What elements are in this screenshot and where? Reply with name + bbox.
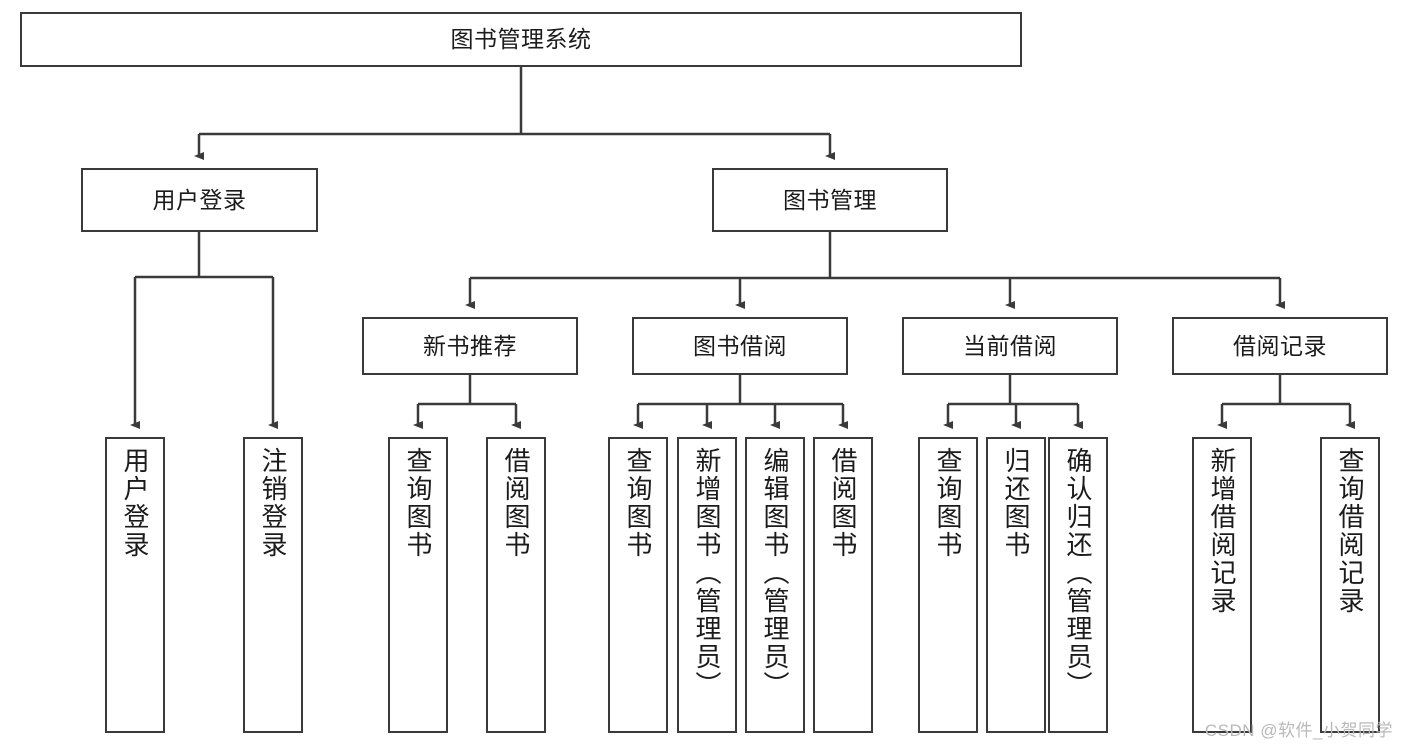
watermark-text: CSDN @软件_小贺同学 <box>1204 721 1393 740</box>
node-book-management-system[interactable]: 图书管理系统 <box>20 12 1022 67</box>
node-label: 用户登录 <box>120 447 150 559</box>
node-leaf-user-login[interactable]: 用户登录 <box>105 437 165 733</box>
node-leaf-return-book[interactable]: 归还图书 <box>986 437 1046 733</box>
node-borrow-records[interactable]: 借阅记录 <box>1172 317 1388 375</box>
node-label: 借阅图书 <box>501 447 531 559</box>
node-label: 新书推荐 <box>423 332 517 359</box>
node-leaf-confirm-return-admin[interactable]: 确认归还（管理员） <box>1048 437 1108 733</box>
node-label: 新增借阅记录 <box>1207 447 1237 615</box>
node-label: 查询借阅记录 <box>1335 447 1365 615</box>
node-label: 查询图书 <box>933 447 963 559</box>
node-label: 新增图书（管理员） <box>692 447 722 699</box>
node-label: 图书管理 <box>783 186 877 213</box>
node-new-book-recommend[interactable]: 新书推荐 <box>362 317 578 375</box>
node-label: 借阅图书 <box>828 447 858 559</box>
node-label: 查询图书 <box>623 447 653 559</box>
node-leaf-edit-book-admin[interactable]: 编辑图书（管理员） <box>745 437 805 733</box>
node-label: 查询图书 <box>403 447 433 559</box>
node-label: 用户登录 <box>152 186 247 213</box>
node-label: 编辑图书（管理员） <box>760 447 790 699</box>
node-leaf-query-book-recommend[interactable]: 查询图书 <box>388 437 448 733</box>
node-label: 图书管理系统 <box>450 26 592 53</box>
node-label: 归还图书 <box>1001 447 1031 559</box>
node-current-borrow[interactable]: 当前借阅 <box>902 317 1118 375</box>
node-leaf-add-book-admin[interactable]: 新增图书（管理员） <box>677 437 737 733</box>
node-leaf-query-borrow-record[interactable]: 查询借阅记录 <box>1320 437 1380 733</box>
node-book-management[interactable]: 图书管理 <box>712 168 948 232</box>
node-leaf-borrow-book-recommend[interactable]: 借阅图书 <box>486 437 546 733</box>
node-leaf-add-borrow-record[interactable]: 新增借阅记录 <box>1192 437 1252 733</box>
node-leaf-logout[interactable]: 注销登录 <box>243 437 303 733</box>
node-book-borrow[interactable]: 图书借阅 <box>632 317 848 375</box>
node-label: 借阅记录 <box>1233 332 1327 359</box>
node-label: 确认归还（管理员） <box>1063 447 1093 699</box>
node-label: 当前借阅 <box>963 332 1057 359</box>
node-leaf-borrow-book[interactable]: 借阅图书 <box>813 437 873 733</box>
node-label: 图书借阅 <box>693 332 787 359</box>
node-leaf-query-book-borrow[interactable]: 查询图书 <box>608 437 668 733</box>
node-user-login[interactable]: 用户登录 <box>81 168 318 232</box>
node-label: 注销登录 <box>258 447 288 559</box>
node-leaf-query-book-current[interactable]: 查询图书 <box>918 437 978 733</box>
